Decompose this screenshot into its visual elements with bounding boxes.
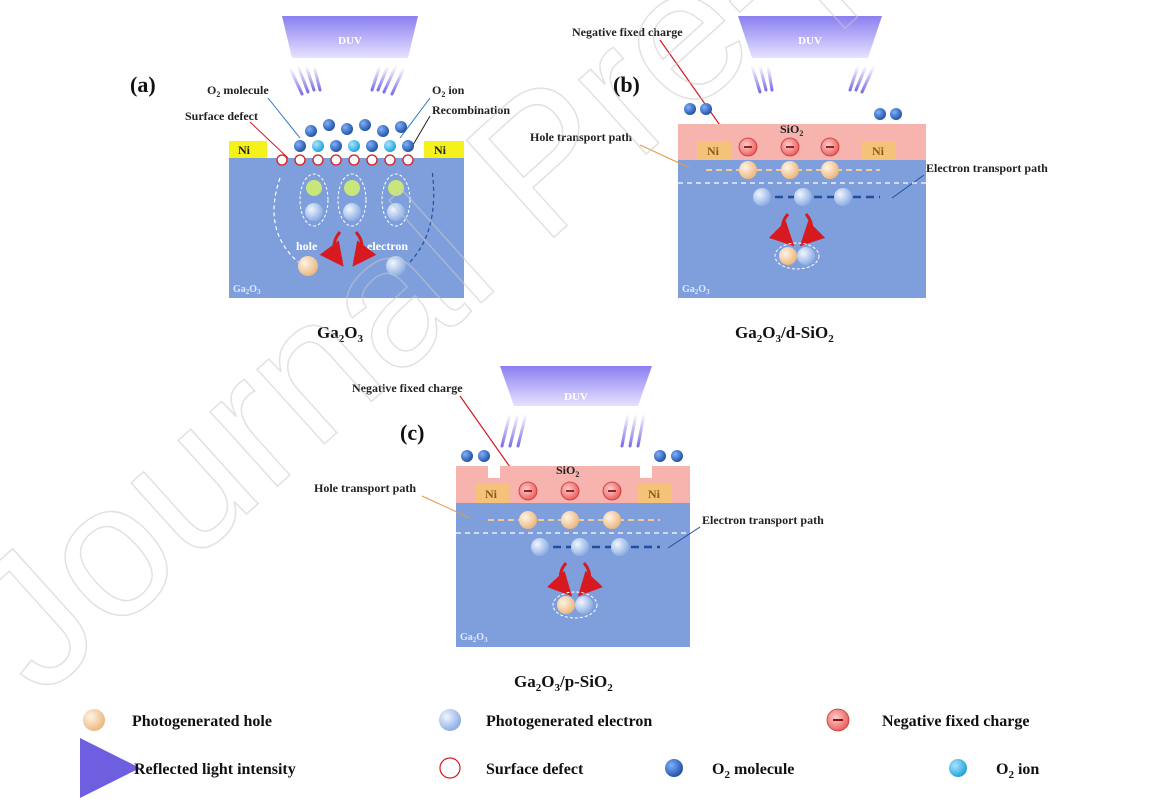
panel-b: DUV (b) Negative fixed charge Ni Ni SiO2 bbox=[530, 16, 1048, 345]
legend: Photogenerated hole Photogenerated elect… bbox=[65, 708, 1039, 798]
duv-rays bbox=[288, 64, 406, 96]
leader-line bbox=[421, 495, 471, 519]
ni-electrode-left bbox=[475, 484, 509, 503]
panel-caption: Ga2O3/p-SiO2 bbox=[514, 672, 613, 694]
recombination-label: Recombination bbox=[432, 103, 510, 117]
recombination-pair bbox=[774, 242, 820, 270]
ni-electrode-left bbox=[229, 141, 267, 158]
separation-arrow bbox=[546, 562, 573, 597]
negative-charges bbox=[738, 137, 840, 157]
duv-lamp bbox=[738, 16, 882, 58]
substrate bbox=[678, 160, 926, 298]
ni-label: Ni bbox=[707, 144, 720, 158]
sio2-label: SiO2 bbox=[780, 122, 803, 138]
legend-defect-label: Surface defect bbox=[486, 761, 584, 778]
legend-negative-label: Negative fixed charge bbox=[882, 713, 1030, 730]
panel-letter: (c) bbox=[400, 420, 424, 445]
separation-arrow bbox=[319, 231, 344, 267]
photogenerated-electron bbox=[386, 256, 406, 276]
ni-electrode-left bbox=[697, 141, 731, 160]
legend-defect-swatch bbox=[439, 757, 461, 779]
o2-ion-label: O2 ion bbox=[432, 83, 465, 99]
legend-o2-molecule-label: O2 molecule bbox=[712, 761, 794, 781]
holes-row bbox=[519, 511, 621, 529]
panel-letter: (b) bbox=[613, 72, 640, 97]
duv-rays bbox=[500, 412, 646, 448]
ni-label: Ni bbox=[872, 144, 885, 158]
sio2-label: SiO2 bbox=[556, 463, 579, 479]
legend-hole-swatch bbox=[83, 709, 105, 731]
electron-label: electron bbox=[367, 239, 408, 253]
recombination-pair bbox=[552, 591, 598, 619]
panel-c: DUV (c) Negative fixed charge Ni Ni SiO2… bbox=[314, 366, 824, 694]
hole-path bbox=[273, 177, 299, 263]
leader-line bbox=[249, 121, 289, 159]
ni-label: Ni bbox=[485, 487, 498, 501]
hole-label: hole bbox=[296, 239, 318, 253]
leader-line bbox=[667, 526, 701, 549]
leader-line bbox=[267, 97, 301, 139]
substrate-label: Ga2O3 bbox=[233, 284, 261, 296]
electrons-row bbox=[753, 188, 852, 206]
leader-line bbox=[639, 144, 691, 169]
ni-electrode-right bbox=[638, 484, 672, 503]
photogenerated-hole bbox=[298, 256, 318, 276]
legend-reflected-label: Reflected light intensity bbox=[134, 761, 296, 778]
duv-label: DUV bbox=[798, 35, 822, 47]
ni-electrode-right bbox=[424, 141, 464, 158]
duv-label: DUV bbox=[338, 35, 362, 47]
substrate-label: Ga2O3 bbox=[460, 632, 488, 644]
surface-defect-label: Surface defect bbox=[185, 109, 258, 123]
ni-label: Ni bbox=[648, 487, 661, 501]
o2-molecules bbox=[461, 450, 683, 462]
o2-molecules bbox=[684, 103, 902, 120]
panel-caption: Ga2O3 bbox=[317, 323, 363, 345]
ga2o3-substrate bbox=[229, 158, 464, 298]
o2-cloud bbox=[294, 119, 414, 152]
hole-transport-path-label: Hole transport path bbox=[530, 130, 632, 144]
duv-label: DUV bbox=[564, 391, 588, 403]
holes-row bbox=[739, 161, 839, 179]
photogenerated-hole bbox=[779, 247, 797, 265]
negative-fixed-charge-label: Negative fixed charge bbox=[572, 25, 683, 39]
surface-defects bbox=[276, 154, 414, 166]
legend-electron-swatch bbox=[439, 709, 461, 731]
legend-o2-molecule-swatch bbox=[665, 759, 683, 777]
separation-arrow bbox=[352, 231, 377, 267]
photogenerated-electron bbox=[575, 596, 593, 614]
panel-letter: (a) bbox=[130, 72, 156, 97]
leader-line bbox=[891, 174, 925, 199]
separation-arrow bbox=[768, 213, 795, 247]
panel-caption: Ga2O3/d-SiO2 bbox=[735, 323, 834, 345]
electron-transport-path-label: Electron transport path bbox=[926, 161, 1048, 175]
substrate-label: Ga2O3 bbox=[682, 284, 710, 296]
duv-lamp bbox=[500, 366, 652, 406]
negative-charges bbox=[518, 481, 622, 501]
hole-transport-path-label: Hole transport path bbox=[314, 481, 416, 495]
ni-electrode-right bbox=[862, 141, 896, 160]
legend-electron-label: Photogenerated electron bbox=[486, 713, 652, 730]
duv-rays bbox=[750, 64, 876, 94]
ni-label: Ni bbox=[238, 143, 251, 157]
negative-fixed-charge-label: Negative fixed charge bbox=[352, 381, 463, 395]
separation-arrow bbox=[577, 562, 604, 597]
electron-path bbox=[409, 169, 435, 263]
ni-label: Ni bbox=[434, 143, 447, 157]
photogenerated-electron bbox=[797, 247, 815, 265]
separation-arrow bbox=[799, 213, 826, 247]
legend-o2-ion-swatch bbox=[949, 759, 967, 777]
o2-molecule-label: O2 molecule bbox=[207, 83, 269, 99]
duv-lamp bbox=[282, 16, 418, 58]
electron-transport-path-label: Electron transport path bbox=[702, 513, 824, 527]
electrons-row bbox=[531, 538, 629, 556]
legend-hole-label: Photogenerated hole bbox=[132, 713, 272, 730]
photogenerated-hole bbox=[557, 596, 575, 614]
recombination-pairs bbox=[299, 173, 411, 227]
legend-o2-ion-label: O2 ion bbox=[996, 761, 1039, 781]
panel-a: DUV (a) O2 molecule Surface defect O2 io… bbox=[130, 16, 510, 345]
